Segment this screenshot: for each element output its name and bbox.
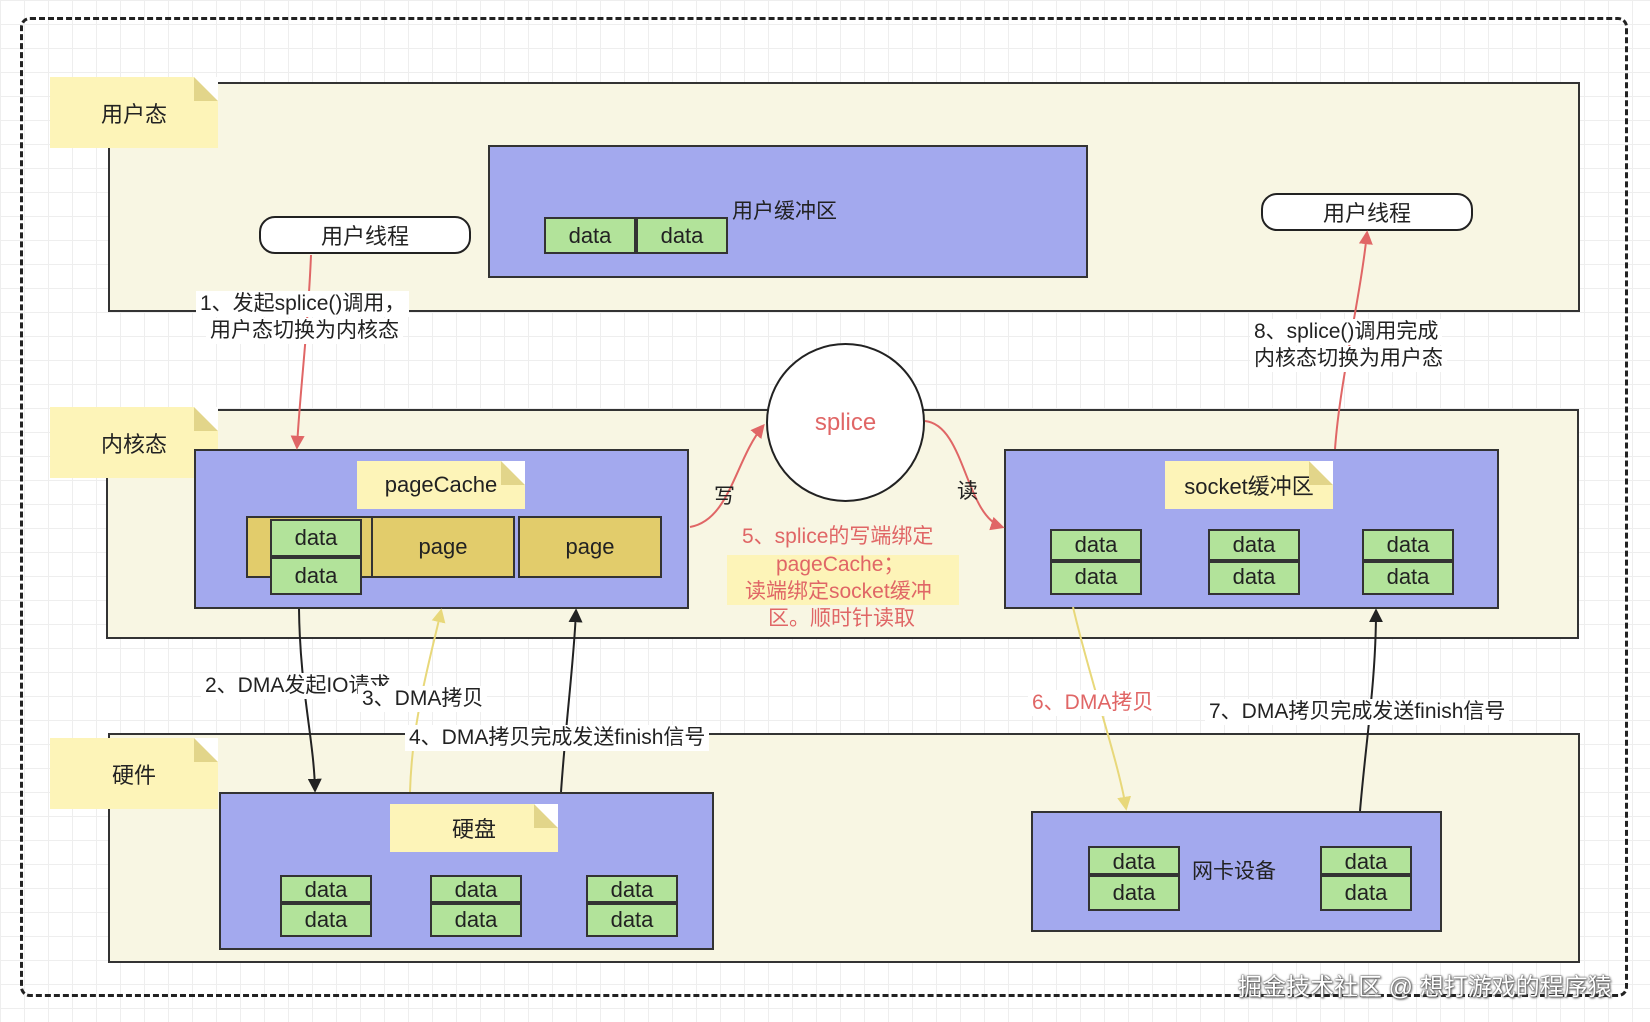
step1-line-2: 用户态切换为内核态 xyxy=(206,318,403,344)
arrow-write xyxy=(689,423,765,528)
page-cell: page xyxy=(371,516,515,578)
step5-line-1: 5、splice的写端绑定 xyxy=(742,525,934,548)
step4-label: 4、DMA拷贝完成发送finish信号 xyxy=(405,725,710,751)
step6-label: 6、DMA拷贝 xyxy=(1028,690,1158,716)
page-cache-data-cell: data xyxy=(270,519,362,557)
disk-data-cell: data xyxy=(586,875,678,903)
write-label: 写 xyxy=(714,485,735,508)
user-space-label: 用户态 xyxy=(50,77,218,148)
outer-frame xyxy=(20,17,1628,997)
hardware-label: 硬件 xyxy=(50,738,218,809)
step8-line-1: 8、splice()调用完成 xyxy=(1250,319,1443,345)
arrow-step4 xyxy=(560,608,583,793)
page-cache-label: pageCache xyxy=(357,461,525,509)
page-cell: page xyxy=(518,516,662,578)
user-buffer-data-cell: data xyxy=(636,217,728,254)
nic-label: 网卡设备 xyxy=(1192,860,1276,883)
splice-circle: splice xyxy=(766,343,925,502)
socket-data-cell: data xyxy=(1050,561,1142,595)
user-buffer-data-cell: data xyxy=(544,217,636,254)
socket-data-cell: data xyxy=(1362,529,1454,561)
page-cache-data-cell: data xyxy=(270,557,362,595)
step7-label: 7、DMA拷贝完成发送finish信号 xyxy=(1205,699,1510,725)
user-buffer-label: 用户缓冲区 xyxy=(732,200,837,223)
arrow-step6 xyxy=(1072,606,1132,811)
disk-label: 硬盘 xyxy=(390,804,558,852)
socket-data-cell: data xyxy=(1208,529,1300,561)
watermark: 掘金技术社区 @ 想打游戏的程序猿 xyxy=(1238,974,1612,1001)
arrow-read xyxy=(924,420,1005,531)
socket-data-cell: data xyxy=(1362,561,1454,595)
disk-data-cell: data xyxy=(430,903,522,937)
arrow-step2 xyxy=(298,608,322,793)
nic-data-cell: data xyxy=(1088,846,1180,875)
socket-data-cell: data xyxy=(1208,561,1300,595)
step5-line-2: pageCache； xyxy=(776,553,905,576)
socket-buffer-label: socket缓冲区 xyxy=(1165,461,1333,509)
arrow-step1 xyxy=(290,254,312,450)
user-thread-right: 用户线程 xyxy=(1261,193,1473,231)
step8-line-2: 内核态切换为用户态 xyxy=(1250,346,1447,372)
kernel-space-label: 内核态 xyxy=(50,407,218,478)
user-thread-left: 用户线程 xyxy=(259,216,471,254)
disk-data-cell: data xyxy=(430,875,522,903)
nic-data-cell: data xyxy=(1088,875,1180,911)
step5-line-4: 区。顺时针读取 xyxy=(768,607,915,630)
step3-label: 3、DMA拷贝 xyxy=(358,686,488,712)
disk-data-cell: data xyxy=(280,903,372,937)
disk-data-cell: data xyxy=(280,875,372,903)
step5-note-bg xyxy=(727,555,959,605)
step5-line-3: 读端绑定socket缓冲 xyxy=(745,580,932,603)
step1-line-1: 1、发起splice()调用， xyxy=(196,291,410,317)
user-buffer xyxy=(488,145,1088,278)
read-label: 读 xyxy=(957,480,978,503)
socket-data-cell: data xyxy=(1050,529,1142,561)
disk-data-cell: data xyxy=(586,903,678,937)
nic-data-cell: data xyxy=(1320,846,1412,875)
nic-data-cell: data xyxy=(1320,875,1412,911)
